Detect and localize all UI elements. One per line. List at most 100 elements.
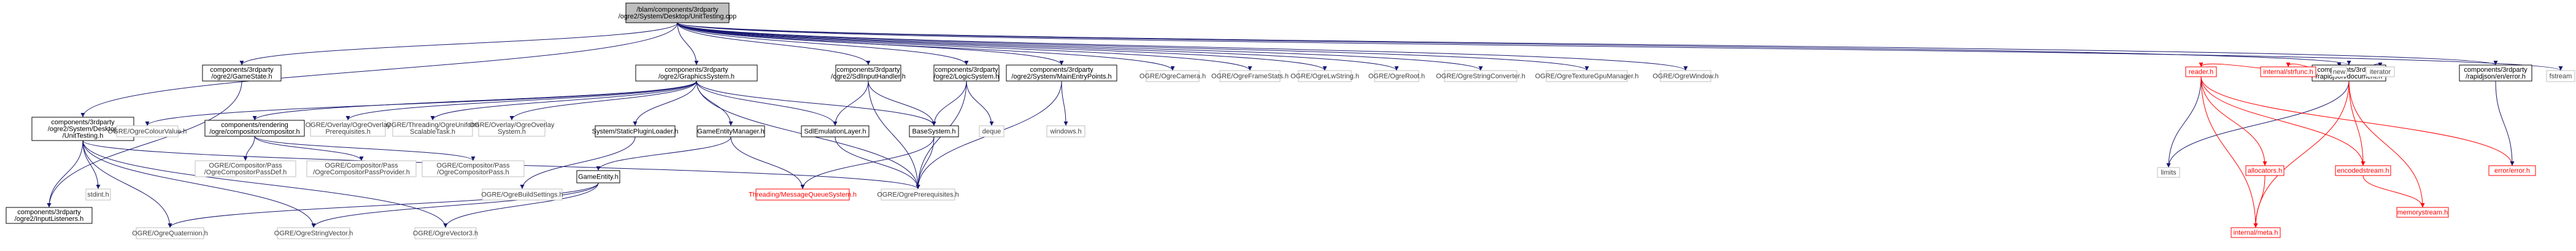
node-box <box>2157 167 2180 178</box>
node-box <box>635 64 758 82</box>
node-encodedstream[interactable]: encodedstream.h <box>2335 165 2391 176</box>
node-ogrevector3[interactable]: OGRE/OgreVector3.h <box>413 227 478 239</box>
node-label: OGRE/OgreStringConverter.h <box>1436 73 1525 80</box>
edge-rapidjsondocument-memorystream <box>2348 80 2425 208</box>
node-iterator[interactable]: iterator <box>2366 66 2395 77</box>
node-box <box>2260 66 2316 77</box>
node-sdlinputhandler[interactable]: components/3rdparty/ogre2/SdlInputHandle… <box>831 64 906 82</box>
node-passprovider[interactable]: OGRE/Compositor/Pass/OgreCompositorPassP… <box>306 160 417 177</box>
node-compositorpass[interactable]: OGRE/Compositor/Pass/OgreCompositorPass.… <box>422 160 525 177</box>
edge-root-rapidjsondocument <box>677 22 2351 66</box>
node-ogrelwstring[interactable]: OGRE/OgreLwString.h <box>1290 70 1359 82</box>
node-internalmeta[interactable]: internal/meta.h <box>2231 227 2281 238</box>
node-box <box>595 125 676 137</box>
node-allocators[interactable]: allocators.h <box>2245 165 2285 176</box>
edges <box>47 22 2563 228</box>
edge-root-ogrewindow <box>677 22 1688 71</box>
node-ogrecolourvalue[interactable]: OGRE/OgreColourValue.h <box>108 125 187 137</box>
node-label: deque <box>982 128 1001 136</box>
node-strfunc[interactable]: internal/strfunc.h <box>2260 66 2316 77</box>
edge-unittesting-sdlinputlisteners <box>47 140 83 208</box>
node-errorh[interactable]: error/error.h <box>2488 165 2536 176</box>
node-label: components/3rdparty <box>210 66 274 74</box>
node-label: OGRE/Overlay/OgreOverlay <box>306 122 391 129</box>
node-label: reader.h <box>2189 69 2213 76</box>
node-ogrebuildsettings[interactable]: OGRE/OgreBuildSettings.h <box>481 188 563 201</box>
node-rapidjsonerror[interactable]: components/3rdparty/rapidjson/en/error.h <box>2459 64 2532 82</box>
node-box <box>310 120 386 137</box>
node-box <box>277 227 350 239</box>
node-label: error/error.h <box>2494 168 2530 175</box>
node-logicsystem[interactable]: components/3rdparty/ogre2/LogicSystem.h <box>933 64 1000 82</box>
node-label: components/3rdparty <box>51 119 115 126</box>
edge-logicsystem-basesystem <box>931 80 967 126</box>
edge-root-ogretexturegpumanager <box>677 22 1589 71</box>
node-ogreframestats[interactable]: OGRE/OgreFrameStats.h <box>1211 70 1289 82</box>
node-ogrequaternion[interactable]: OGRE/OgreQuaternion.h <box>132 227 208 239</box>
node-readerh[interactable]: reader.h <box>2185 66 2217 77</box>
node-stdint[interactable]: stdint.h <box>85 188 111 201</box>
edge-unittesting-ogrequaternion <box>82 140 172 228</box>
node-graphicssystem[interactable]: components/3rdparty/ogre2/GraphicsSystem… <box>635 64 758 82</box>
edge-gameentity-ogrestringvector <box>311 182 599 228</box>
edge-graphicssystem-overlaysystem <box>509 80 697 121</box>
node-gameentity[interactable]: GameEntity.h <box>576 170 620 183</box>
node-box <box>2488 165 2536 176</box>
node-label: components/3rdparty <box>17 209 81 216</box>
node-memorystream[interactable]: memorystream.h <box>2396 207 2449 218</box>
edge-rapidjsondocument-limits <box>2166 80 2350 168</box>
node-fstream[interactable]: fstream <box>2546 70 2575 82</box>
edge-graphicssystem-basesystem <box>696 80 936 126</box>
node-sdlinputlisteners[interactable]: components/3rdparty/ogre2/InputListeners… <box>6 207 93 224</box>
node-gamestate[interactable]: components/3rdparty/ogre2/GameState.h <box>202 64 282 82</box>
node-ogrestringconverter[interactable]: OGRE/OgreStringConverter.h <box>1436 70 1525 82</box>
node-gameentitymanager[interactable]: GameEntityManager.h <box>696 125 765 137</box>
node-limits[interactable]: limits <box>2157 167 2180 178</box>
edge-root-ogrecamera <box>677 22 1175 71</box>
node-label: /ogre2/InputListeners.h <box>15 215 84 223</box>
node-label: memorystream.h <box>2397 209 2448 217</box>
node-label: OGRE/OgreRoot.h <box>1368 73 1425 80</box>
node-box <box>2331 66 2347 77</box>
node-box <box>136 227 204 239</box>
node-ogrecamera[interactable]: OGRE/OgreCamera.h <box>1140 70 1206 82</box>
edge-compositorh-passdef <box>243 136 255 161</box>
node-deque[interactable]: deque <box>979 125 1005 137</box>
node-sdlemulationlayer[interactable]: SdlEmulationLayer.h <box>801 125 870 137</box>
node-box <box>1146 70 1200 82</box>
node-ogrewindow[interactable]: OGRE/OgreWindow.h <box>1652 70 1719 82</box>
node-box <box>1298 70 1352 82</box>
edge-unittesting-ogrevector3 <box>82 140 448 228</box>
edge-readerh-internalmeta <box>2200 76 2258 228</box>
node-staticpluginloader[interactable]: System/StaticPluginLoader.h <box>592 125 679 137</box>
node-label: OGRE/Compositor/Pass <box>325 162 398 169</box>
node-box <box>195 160 296 177</box>
node-newh[interactable]: new <box>2331 66 2347 77</box>
node-label: /ogre2/System/Desktop/UnitTesting.cpp <box>619 13 737 20</box>
node-label: /OgreCompositorPassProvider.h <box>313 169 410 176</box>
node-ogrestringvector[interactable]: OGRE/OgreStringVector.h <box>274 227 353 239</box>
node-box <box>2231 227 2281 238</box>
node-box <box>1219 70 1281 82</box>
node-ogreprerequisites[interactable]: OGRE/OgrePrerequisites.h <box>877 188 959 201</box>
node-basesystem[interactable]: BaseSystem.h <box>909 125 959 137</box>
node-windows[interactable]: windows.h <box>1046 125 1086 137</box>
edge-root-rapidjsonerror <box>677 22 2497 66</box>
node-mainentrypoints[interactable]: components/3rdparty/ogre2/System/MainEnt… <box>1006 64 1117 82</box>
node-ogreroot[interactable]: OGRE/OgreRoot.h <box>1368 70 1425 82</box>
node-ogretexturegpumanager[interactable]: OGRE/OgreTextureGpuManager.h <box>1535 70 1639 82</box>
node-box <box>1546 70 1628 82</box>
edge-root-gamestate <box>239 22 678 66</box>
edge-root-logicsystem <box>677 22 969 66</box>
node-passdef[interactable]: OGRE/Compositor/Pass/OgreCompositorPassD… <box>195 160 296 177</box>
edge-root-ogrelwstring <box>677 22 1327 71</box>
node-label: components/3rdparty <box>1030 66 1093 74</box>
node-compositorh[interactable]: components/rendering/ogre/compositor/com… <box>204 120 305 137</box>
node-label: iterator <box>2370 69 2391 76</box>
node-label: fstream <box>2550 73 2572 80</box>
node-messagequeue[interactable]: Threading/MessageQueueSystem.h <box>749 188 857 201</box>
